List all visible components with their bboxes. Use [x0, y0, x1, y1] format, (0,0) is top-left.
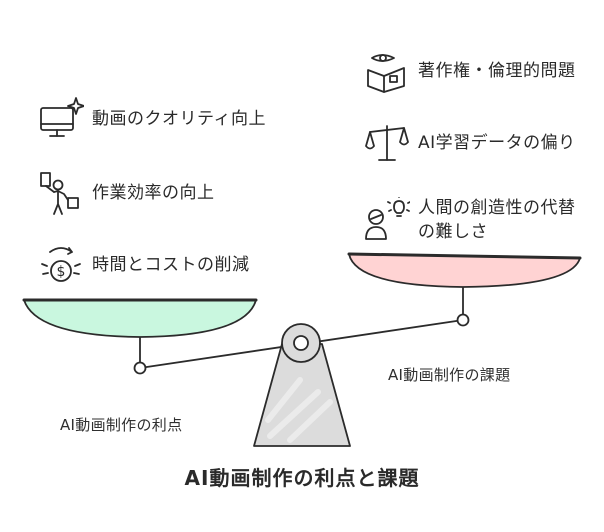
right-pivot [456, 313, 470, 327]
challenge-pan-outline [348, 253, 581, 288]
person-lightbulb-icon [365, 197, 410, 240]
challenge-label: AI学習データの偏り [418, 133, 576, 153]
fulcrum-hatch [265, 377, 333, 443]
challenge-pan [349, 254, 580, 287]
benefits-caption: AI動画制作の利点 [60, 416, 183, 434]
monitor-sparkle-icon [40, 97, 84, 137]
challenge-item: 著作権・倫理的問題 [364, 48, 584, 94]
dollar-cycle-icon: $ [41, 247, 81, 282]
challenge-item: AI学習データの偏り [364, 120, 584, 166]
fulcrum-hole [293, 335, 309, 351]
benefit-label: 時間とコストの削減 [92, 255, 250, 275]
benefit-item: $ 時間とコストの削減 [38, 242, 268, 288]
benefit-pan-outline [23, 299, 257, 338]
challenge-label: 著作権・倫理的問題 [418, 61, 576, 81]
left-pivot [133, 361, 147, 375]
svg-text:$: $ [57, 264, 66, 280]
balance-scale-icon [365, 125, 409, 161]
challenges-caption: AI動画制作の課題 [388, 366, 511, 384]
benefit-pan [24, 300, 256, 337]
diagram-title: AI動画制作の利点と課題 [184, 466, 420, 490]
benefit-label: 作業効率の向上 [92, 183, 215, 203]
benefit-item: 動画のクオリティ向上 [38, 96, 278, 142]
book-eye-icon [367, 54, 405, 93]
benefit-item: 作業効率の向上 [38, 170, 278, 216]
challenge-pan-rim [347, 252, 582, 260]
person-presenting-icon [40, 172, 79, 215]
benefit-label: 動画のクオリティ向上 [92, 109, 266, 129]
challenge-label: 人間の創造性の代替の難しさ [418, 198, 576, 242]
challenge-item: 人間の創造性の代替の難しさ [364, 196, 584, 244]
